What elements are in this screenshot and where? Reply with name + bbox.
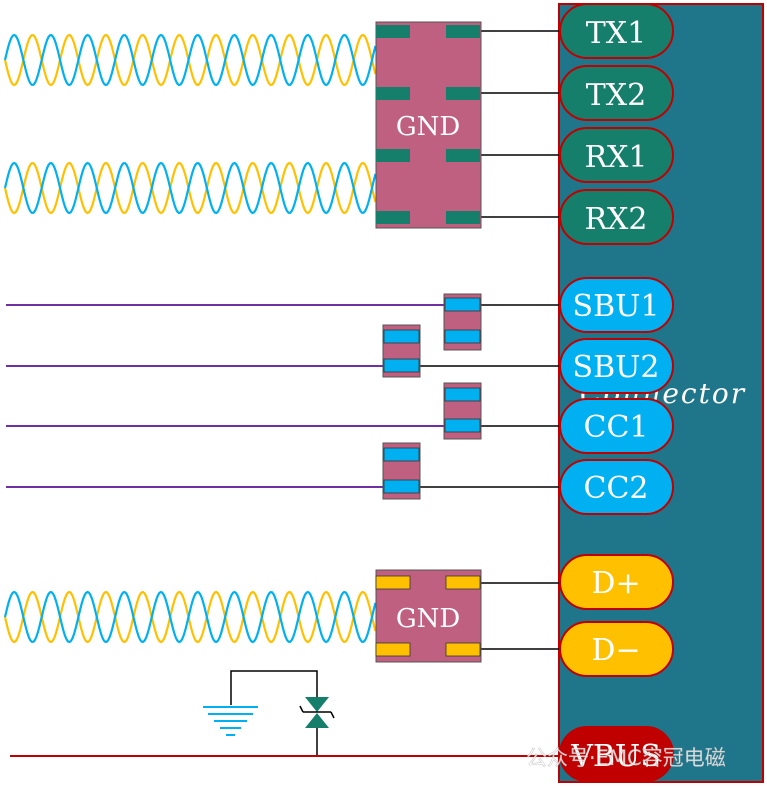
pin-tx1: TX1 (559, 3, 674, 59)
pin-sbu2: SBU2 (559, 338, 674, 394)
pin-tx2: TX2 (559, 65, 674, 121)
pin-cc2: CC2 (559, 459, 674, 515)
wave-blue (3, 161, 377, 215)
pin-tx1-label: TX1 (586, 16, 646, 51)
wave-yellow (3, 161, 377, 215)
pin-sbu1: SBU1 (559, 277, 674, 333)
pin-sbu1-label: SBU1 (573, 289, 660, 324)
twisted-pair-tx (3, 33, 377, 87)
wave-blue (3, 33, 377, 87)
superspeed-common-mode-choke: GND (375, 21, 482, 229)
twisted-pair-dp-dm (3, 590, 377, 644)
watermark: 公众号·EMC容冠电磁 (526, 746, 726, 770)
pin-cc2-label: CC2 (584, 471, 649, 506)
pin-dp-label: D+ (591, 566, 640, 601)
wave-yellow (3, 33, 377, 87)
sideband-lines (6, 304, 446, 488)
pin-dm: D− (559, 621, 674, 677)
twisted-pair-rx (3, 161, 377, 215)
sbu2-filter (382, 324, 421, 378)
signal-traces (420, 30, 560, 650)
pin-vbus: VBUS (559, 726, 674, 782)
usb2-common-mode-choke: GND (375, 569, 482, 663)
sbu1-filter (443, 293, 482, 351)
pin-cc1-label: CC1 (584, 410, 649, 445)
ground-symbol (203, 706, 258, 736)
twisted-pair-waves (3, 33, 377, 644)
cc1-filter (443, 382, 482, 440)
pin-cc1: CC1 (559, 398, 674, 454)
pin-rx1: RX1 (559, 127, 674, 183)
pin-dm-label: D− (591, 633, 640, 668)
pin-rx1-label: RX1 (584, 140, 647, 175)
pin-tx2-label: TX2 (586, 78, 646, 113)
pin-rx2: RX2 (559, 189, 674, 245)
wave-blue (3, 590, 377, 644)
pin-rx2-label: RX2 (584, 202, 647, 237)
pin-sbu2-label: SBU2 (573, 350, 660, 385)
gnd-label-bottom: GND (396, 604, 460, 634)
gnd-label-top: GND (396, 112, 460, 142)
pin-dp: D+ (559, 554, 674, 610)
wave-yellow (3, 590, 377, 644)
tvs-diode (230, 670, 335, 756)
cc2-filter (382, 442, 421, 500)
pin-vbus-label: VBUS (570, 739, 661, 774)
